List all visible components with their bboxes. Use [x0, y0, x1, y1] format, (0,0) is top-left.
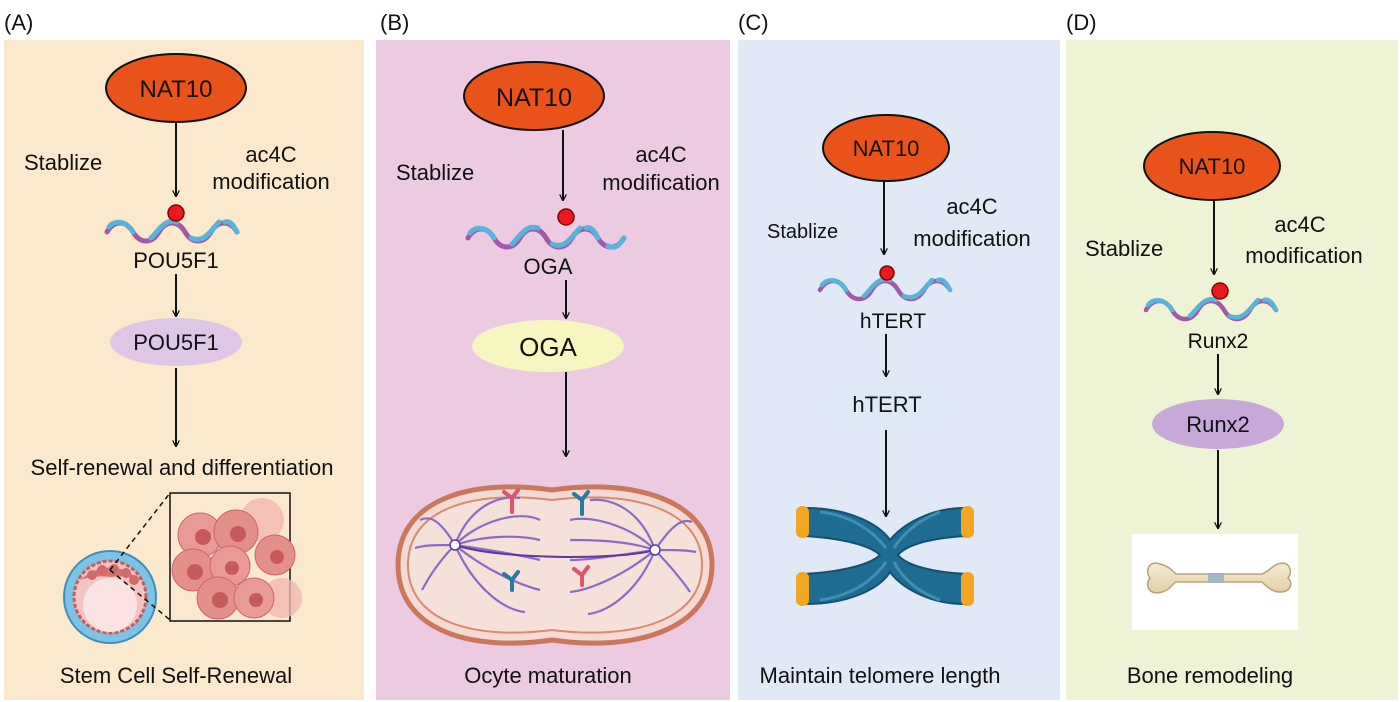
mrna-label: hTERT: [860, 310, 926, 333]
protein-label: Runx2: [1186, 412, 1250, 437]
modification-label: modification: [913, 226, 1030, 251]
protein-label: OGA: [519, 332, 577, 362]
nat10-label: NAT10: [1179, 154, 1246, 179]
ac4c-label: ac4C: [245, 142, 296, 167]
panel-b-letter: (B): [380, 10, 409, 35]
stabilize-label: Stablize: [767, 221, 838, 243]
protein-label: POU5F1: [133, 330, 219, 355]
stabilize-label: Stablize: [24, 150, 102, 175]
caption: Maintain telomere length: [760, 663, 1001, 688]
caption: Stem Cell Self-Renewal: [60, 663, 292, 688]
ac4c-label: ac4C: [946, 194, 997, 219]
panel-d: (D) NAT10 Stablize ac4C modification Run…: [1066, 10, 1398, 700]
nat10-label: NAT10: [140, 76, 213, 103]
panel-c: (C) NAT10 Stablize ac4C modification hTE…: [738, 10, 1060, 700]
stabilize-label: Stablize: [1085, 236, 1163, 261]
zoom-line-bottom: [109, 569, 171, 621]
protein-ellipse: [110, 318, 242, 366]
ac4c-dot: [879, 265, 895, 281]
ac4c-dot: [557, 208, 575, 226]
mrna-label: POU5F1: [133, 248, 219, 273]
nat10-label: NAT10: [853, 136, 920, 161]
mrna-label: OGA: [524, 254, 573, 279]
ac4c-label: ac4C: [635, 142, 686, 167]
mrna-strand: [104, 218, 240, 244]
zoom-line-top: [109, 492, 171, 571]
nat10-ellipse: [1143, 131, 1281, 201]
modification-label: modification: [1245, 243, 1362, 268]
protein-ellipse: [826, 380, 948, 428]
bone-illustration: [1132, 534, 1298, 630]
panel-b: (B) NAT10 Stablize ac4C modification OGA…: [376, 10, 730, 700]
stabilize-label: Stablize: [396, 160, 474, 185]
protein-ellipse: [1152, 399, 1284, 449]
panel-a: (A) NAT10 Stablize ac4C modification POU…: [4, 10, 364, 700]
panel-c-letter: (C): [738, 10, 769, 35]
modification-label: modification: [212, 169, 329, 194]
caption: Ocyte maturation: [464, 663, 632, 688]
panel-a-letter: (A): [4, 10, 33, 35]
stem-cells-illustration: [171, 498, 302, 620]
mrna-strand: [465, 224, 627, 250]
mrna-strand: [817, 276, 953, 302]
chromosome-illustration: [796, 506, 974, 606]
mrna-label: Runx2: [1188, 330, 1249, 353]
ac4c-dot: [167, 204, 185, 222]
protein-ellipse: [472, 320, 624, 372]
caption: Bone remodeling: [1127, 663, 1293, 688]
modification-label: modification: [602, 170, 719, 195]
nat10-ellipse: [463, 61, 605, 131]
ac4c-label: ac4C: [1274, 212, 1325, 237]
effect-label: Self-renewal and differentiation: [31, 455, 334, 480]
nat10-label: NAT10: [496, 84, 572, 112]
protein-label: hTERT: [852, 392, 921, 417]
blastocyst-illustration: [63, 550, 157, 644]
nat10-ellipse: [822, 114, 950, 182]
panel-d-letter: (D): [1066, 10, 1097, 35]
oocyte-spindle-illustration: [395, 484, 715, 646]
ac4c-dot: [1211, 282, 1229, 300]
mrna-strand: [1143, 296, 1279, 322]
